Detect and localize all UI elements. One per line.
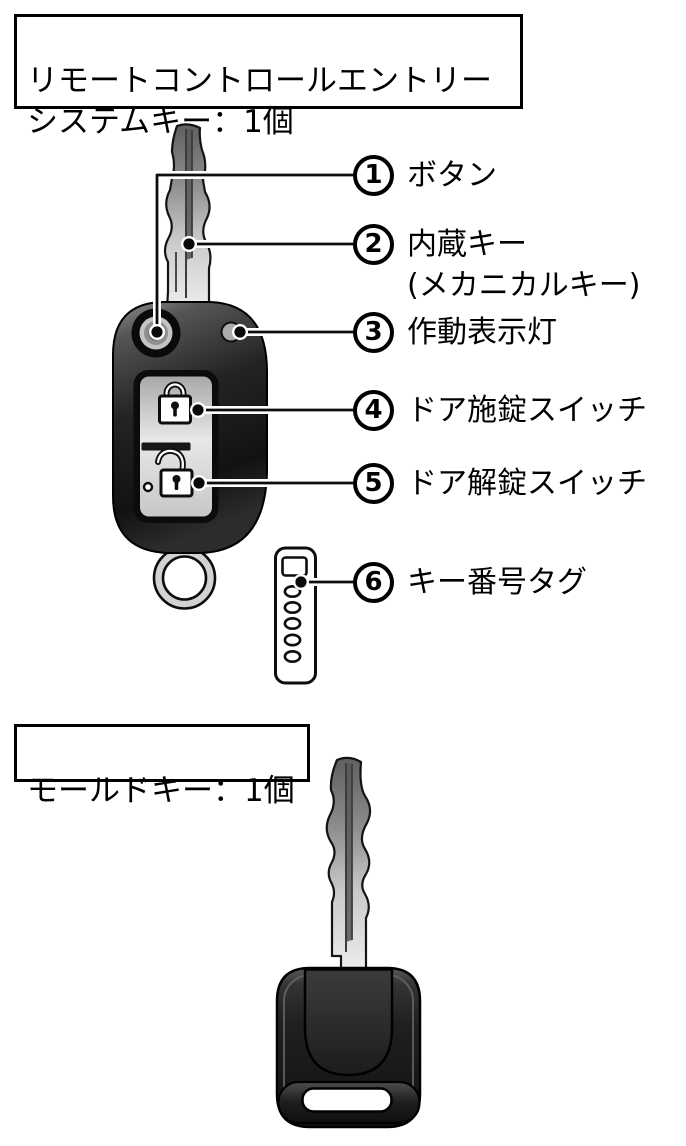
flip-key-blade [163, 123, 212, 310]
key-ring-hole [301, 1087, 393, 1113]
blade-center-groove [186, 129, 192, 260]
molded-key-blade [325, 756, 372, 974]
callout-4-badge: 4 [353, 389, 394, 431]
callout-6: 6 キー番号タグ [353, 561, 587, 603]
callout-4: 4 ドア施錠スイッチ [353, 389, 647, 431]
callout-3-number: 3 [364, 317, 383, 347]
leader-dot-5 [190, 475, 207, 492]
callout-3-label: 作動表示灯 [407, 314, 557, 350]
callout-3: 3 作動表示灯 [353, 311, 557, 353]
callout-5-number: 5 [364, 468, 383, 498]
leader-lines [148, 171, 355, 591]
callout-1-badge: 1 [353, 154, 394, 196]
molded-key-head [275, 966, 422, 1129]
callout-2-label: 内蔵キー (メカニカルキー) [407, 226, 641, 303]
molded-key-title: モールドキー：1個 [27, 773, 295, 809]
tag-square-hole [281, 556, 308, 577]
remote-key-title: リモートコントロールエントリー システムキー：1個 [27, 63, 492, 140]
callout-2: 2 内蔵キー (メカニカルキー) [353, 223, 641, 306]
callout-1-number: 1 [364, 160, 383, 190]
callout-6-number: 6 [364, 567, 383, 597]
callout-5-badge: 5 [353, 462, 394, 504]
button-panel [133, 370, 219, 523]
leader-dot-3 [231, 324, 248, 341]
molded-key-illustration [275, 756, 422, 1129]
callout-2-number: 2 [364, 229, 383, 259]
leader-dot-2 [180, 235, 197, 252]
callout-5: 5 ドア解錠スイッチ [353, 462, 647, 504]
molded-key-title-box: モールドキー：1個 [14, 724, 310, 809]
callout-2-badge: 2 [353, 223, 394, 265]
callout-1: 1 ボタン [353, 154, 497, 196]
key-ring [152, 546, 217, 610]
callout-6-badge: 6 [353, 561, 394, 603]
callout-5-label: ドア解錠スイッチ [407, 465, 647, 501]
leader-dot-1 [148, 324, 165, 341]
unlock-dot [142, 481, 154, 493]
callout-4-number: 4 [364, 395, 383, 425]
leader-dot-4 [189, 402, 206, 419]
key-number-tag-illustration [274, 546, 317, 685]
door-lock-switch [158, 381, 192, 425]
door-unlock-switch [142, 447, 194, 498]
remote-key-illustration [112, 123, 268, 610]
leader-dot-6 [293, 574, 310, 591]
unlock-icon [142, 447, 194, 498]
callout-6-label: キー番号タグ [407, 564, 587, 600]
callout-1-label: ボタン [407, 157, 497, 193]
lock-icon [158, 381, 192, 425]
callout-4-label: ドア施錠スイッチ [407, 392, 647, 428]
callout-3-badge: 3 [353, 311, 394, 353]
remote-key-title-box: リモートコントロールエントリー システムキー：1個 [14, 14, 523, 140]
leader-line-1 [155, 173, 355, 332]
panel-divider [141, 442, 191, 451]
head-inner-panel [303, 968, 394, 1077]
